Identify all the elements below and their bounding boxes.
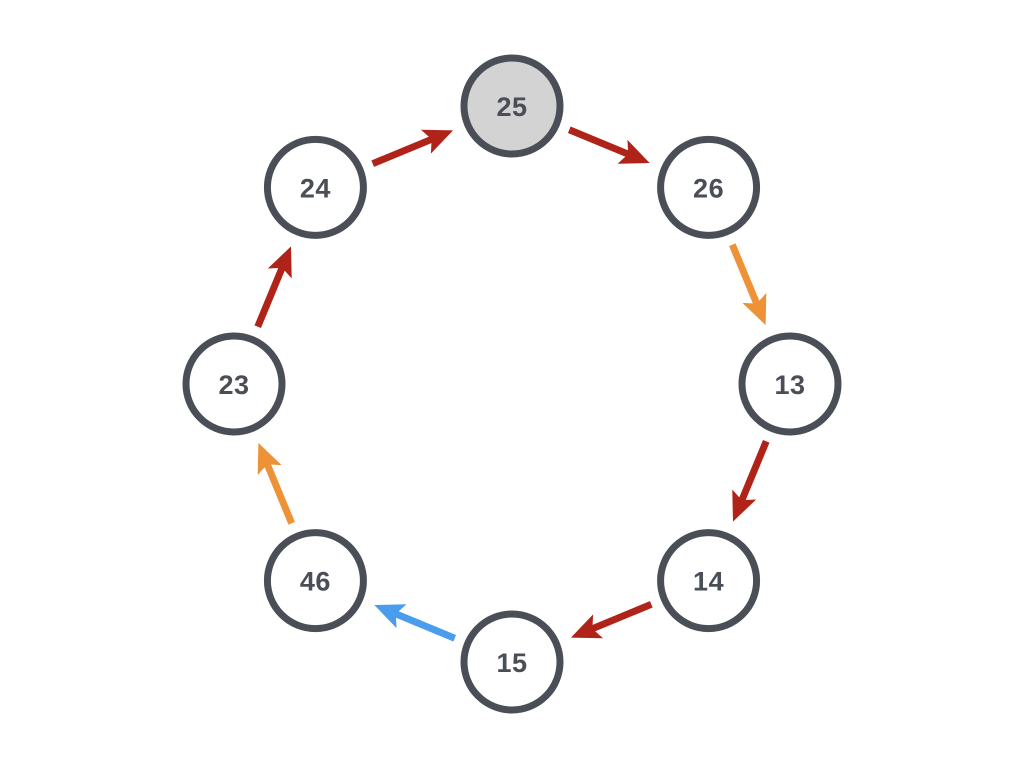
node-label-23: 23 xyxy=(218,370,249,400)
node-circle-26[interactable] xyxy=(657,135,761,239)
node-14[interactable]: 14 xyxy=(657,529,761,633)
node-13[interactable]: 13 xyxy=(738,332,842,436)
node-label-46: 46 xyxy=(300,567,331,597)
edge-46-to-23 xyxy=(257,442,295,525)
edge-25-to-26 xyxy=(567,126,650,164)
edge-23-to-24 xyxy=(254,246,292,329)
node-23[interactable]: 23 xyxy=(182,332,286,436)
node-circle-23[interactable] xyxy=(182,332,286,436)
node-label-15: 15 xyxy=(496,648,527,678)
node-circle-13[interactable] xyxy=(738,332,842,436)
edge-24-to-25 xyxy=(371,129,454,167)
node-46[interactable]: 46 xyxy=(263,529,367,633)
node-26[interactable]: 26 xyxy=(657,135,761,239)
node-label-24: 24 xyxy=(300,173,331,203)
node-circle-46[interactable] xyxy=(263,529,367,633)
node-label-14: 14 xyxy=(693,567,724,597)
node-circle-15[interactable] xyxy=(460,610,564,714)
node-24[interactable]: 24 xyxy=(263,135,367,239)
node-label-25: 25 xyxy=(496,92,527,122)
edge-15-to-46 xyxy=(374,604,457,642)
edge-14-to-15 xyxy=(570,601,653,639)
edges-layer xyxy=(254,126,770,642)
node-25[interactable]: 25 xyxy=(460,54,564,158)
node-circle-24[interactable] xyxy=(263,135,367,239)
nodes-layer: 25 26 13 14 15 46 23 24 xyxy=(182,54,842,714)
node-circle-25[interactable] xyxy=(460,54,564,158)
edge-13-to-14 xyxy=(732,439,770,522)
node-circle-14[interactable] xyxy=(657,529,761,633)
node-label-26: 26 xyxy=(693,173,724,203)
edge-26-to-13 xyxy=(729,243,767,326)
node-15[interactable]: 15 xyxy=(460,610,564,714)
node-label-13: 13 xyxy=(774,370,805,400)
